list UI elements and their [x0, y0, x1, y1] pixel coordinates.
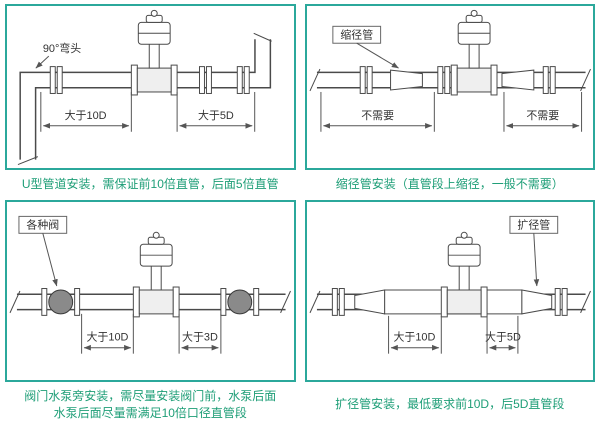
diagram-reducer: 缩径管 不需要 不需要	[309, 9, 591, 132]
dimension-right: 不需要	[502, 91, 582, 132]
dimension-right: 大于5D	[485, 315, 521, 354]
fitting-label: 扩径管	[508, 215, 558, 287]
caption-text-line1: 阀门水泵旁安装，需尽量安装阀门前，水泵后面	[24, 388, 277, 403]
panel-u-pipe: 90°弯头 大于10D 大于5D	[5, 4, 296, 170]
dimension-right: 大于5D	[176, 91, 256, 132]
flowmeter-symbol	[440, 231, 488, 318]
panel-expander: 扩径管 大于10D 大于5D	[304, 199, 595, 382]
dim-right-text: 不需要	[526, 109, 559, 122]
caption-text: 缩径管安装（直管段上缩径，一般不需要）	[335, 176, 564, 191]
caption-text-line2: 水泵后面尽量需满足10倍口径直管段	[53, 405, 247, 420]
dim-left-text: 大于10D	[393, 330, 435, 344]
caption-text: U型管道安装，需保证前10倍直管，后面5倍直管	[21, 176, 279, 191]
dimension-right: 大于3D	[178, 313, 222, 354]
diagram-expander: 扩径管 大于10D 大于5D	[309, 215, 591, 354]
cell-expander: 扩径管 大于10D 大于5D 扩径管安装，最低要求前10D，后5D直管	[304, 199, 596, 427]
fitting-label: 各种阀	[18, 215, 68, 287]
fitting-label: 缩径管	[331, 25, 399, 69]
elbow-label: 90°弯头	[35, 41, 81, 69]
caption-expander: 扩径管安装，最低要求前10D，后5D直管段	[305, 382, 596, 427]
dim-right-text: 大于5D	[485, 330, 521, 344]
dimension-left: 大于10D	[387, 315, 442, 354]
fitting-label-text: 各种阀	[26, 217, 59, 231]
fitting-label-text: 缩径管	[340, 27, 373, 41]
flowmeter-symbol	[132, 231, 180, 318]
caption-valve-pump: 阀门水泵旁安装，需尽量安装阀门前，水泵后面 水泵后面尽量需满足10倍口径直管段	[5, 382, 296, 427]
dim-right-text: 大于5D	[198, 108, 234, 122]
dimension-left: 不需要	[319, 91, 435, 132]
dimension-left: 大于10D	[81, 313, 134, 354]
cell-u-pipe: 90°弯头 大于10D 大于5D U型管道安装，需保证前10倍直管，后	[5, 4, 296, 198]
caption-text: 扩径管安装，最低要求前10D，后5D直管段	[335, 397, 565, 412]
dimension-left: 大于10D	[40, 91, 132, 132]
dim-right-text: 大于3D	[182, 330, 218, 344]
diagram-valve-pump: 各种阀 大于10D 大于3D	[9, 215, 291, 354]
flowmeter-symbol	[450, 9, 498, 96]
caption-u-pipe: U型管道安装，需保证前10倍直管，后面5倍直管	[5, 170, 296, 198]
panel-reducer: 缩径管 不需要 不需要	[304, 4, 595, 170]
dim-left-text: 不需要	[361, 109, 394, 122]
caption-reducer: 缩径管安装（直管段上缩径，一般不需要）	[305, 170, 596, 198]
fitting-label-text: 扩径管	[517, 217, 550, 231]
dim-left-text: 大于10D	[86, 330, 128, 344]
cell-reducer: 缩径管 不需要 不需要 缩径管安装（直管段上缩径，一般不需要）	[304, 4, 596, 198]
flowmeter-symbol	[130, 9, 178, 96]
panel-valve-pump: 各种阀 大于10D 大于3D	[5, 199, 296, 382]
dim-left-text: 大于10D	[65, 108, 107, 122]
reducer-cones	[389, 69, 534, 91]
elbow-label-text: 90°弯头	[43, 41, 81, 55]
cell-valve-pump: 各种阀 大于10D 大于3D 阀门水泵旁安装，需尽量安装阀门前，水泵后	[5, 199, 296, 427]
diagram-u-pipe: 90°弯头 大于10D 大于5D	[17, 9, 272, 166]
